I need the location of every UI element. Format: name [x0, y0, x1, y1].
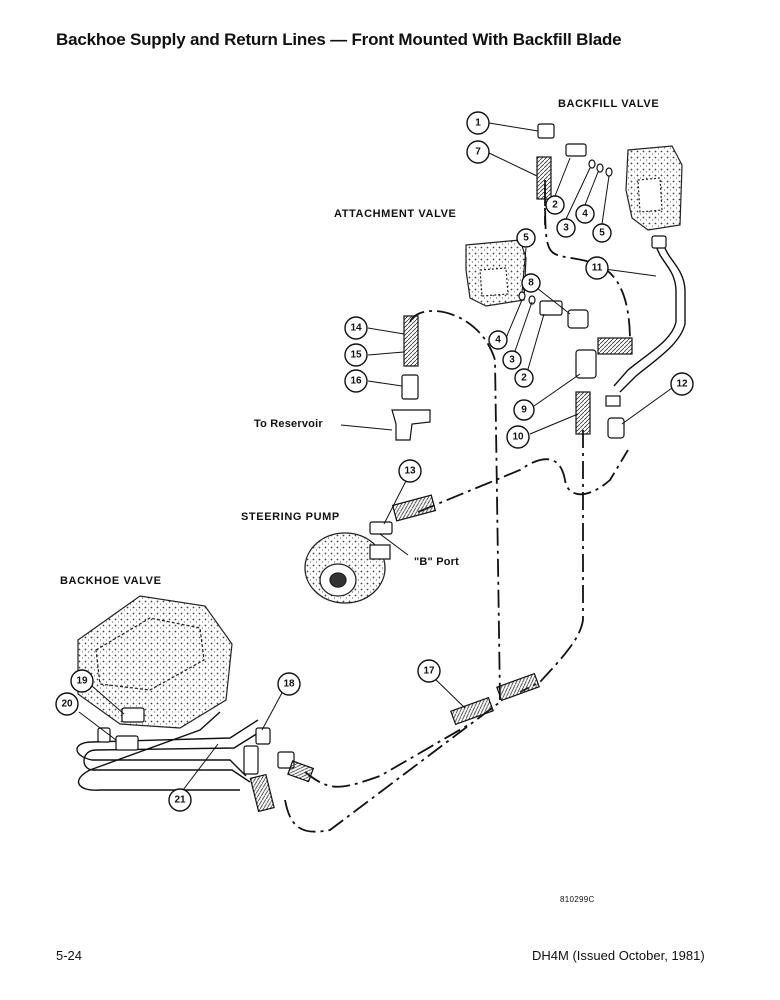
callout-20: 20	[55, 692, 79, 716]
fittings	[97, 123, 667, 813]
label-backhoe-valve: BACKHOE VALVE	[60, 575, 162, 587]
svg-text:8: 8	[528, 278, 534, 289]
callout-4b: 4	[488, 330, 508, 350]
callout-4: 4	[575, 204, 595, 224]
callout-19: 19	[70, 669, 94, 693]
hose-lines	[284, 179, 631, 833]
svg-text:20: 20	[61, 699, 73, 710]
svg-text:12: 12	[676, 379, 688, 390]
callout-17: 17	[417, 659, 441, 683]
svg-text:15: 15	[350, 350, 362, 361]
callout-15: 15	[344, 343, 368, 367]
tube-21	[76, 711, 267, 791]
label-backfill-valve: BACKFILL VALVE	[558, 98, 660, 110]
callout-9: 9	[513, 399, 535, 421]
steering-pump-body	[304, 532, 391, 604]
svg-text:9: 9	[521, 405, 527, 416]
callout-3b: 3	[502, 350, 522, 370]
page-title: Backhoe Supply and Return Lines — Front …	[56, 30, 622, 49]
svg-text:4: 4	[582, 209, 588, 220]
callout-16: 16	[344, 369, 368, 393]
callout-11: 11	[585, 256, 609, 280]
svg-text:1: 1	[475, 118, 481, 129]
label-b-port: "B" Port	[414, 556, 460, 568]
svg-text:5: 5	[523, 233, 529, 244]
callout-12: 12	[670, 372, 694, 396]
label-steering-pump: STEERING PUMP	[241, 511, 340, 523]
svg-text:2: 2	[552, 200, 558, 211]
svg-text:4: 4	[495, 335, 501, 346]
callout-2: 2	[545, 195, 565, 215]
footer-document: DH4M (Issued October, 1981)	[532, 948, 705, 963]
svg-text:5: 5	[599, 228, 605, 239]
callout-1: 1	[466, 111, 490, 135]
callout-21: 21	[168, 788, 192, 812]
callout-3: 3	[556, 218, 576, 238]
leader-lines	[78, 122, 673, 791]
svg-text:13: 13	[404, 466, 416, 477]
svg-text:17: 17	[423, 666, 435, 677]
svg-text:10: 10	[512, 432, 524, 443]
callout-14: 14	[344, 316, 368, 340]
callout-2b: 2	[514, 368, 534, 388]
label-attachment-valve: ATTACHMENT VALVE	[334, 208, 457, 220]
callout-18: 18	[277, 672, 301, 696]
callout-8: 8	[521, 273, 541, 293]
callout-5b: 5	[516, 228, 536, 248]
figure-code: 810299C	[560, 895, 595, 904]
footer-page-number: 5-24	[56, 948, 83, 963]
svg-text:16: 16	[350, 376, 362, 387]
label-to-reservoir: To Reservoir	[254, 418, 323, 430]
attachment-valve-body	[465, 239, 527, 307]
svg-text:2: 2	[521, 373, 527, 384]
tube-11	[613, 244, 686, 393]
svg-text:21: 21	[174, 795, 186, 806]
callout-5: 5	[592, 223, 612, 243]
svg-text:3: 3	[563, 223, 569, 234]
callout-13: 13	[398, 459, 422, 483]
svg-text:11: 11	[592, 263, 603, 274]
callout-10: 10	[506, 425, 530, 449]
backfill-valve-body	[625, 145, 683, 231]
svg-text:18: 18	[283, 679, 295, 690]
svg-text:19: 19	[76, 676, 88, 687]
callout-7: 7	[466, 140, 490, 164]
svg-text:3: 3	[509, 355, 515, 366]
svg-text:14: 14	[350, 323, 362, 334]
backhoe-valve-body	[77, 595, 233, 729]
svg-text:7: 7	[475, 147, 481, 158]
